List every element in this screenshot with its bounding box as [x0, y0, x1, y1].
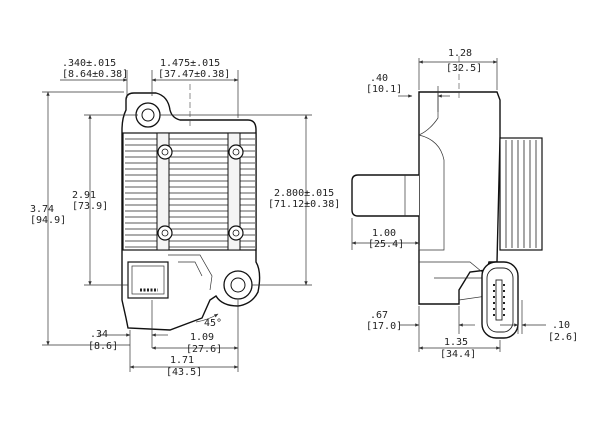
- dim-171-metric: [43.5]: [166, 367, 202, 378]
- dim-109-metric: [27.6]: [186, 344, 222, 355]
- screw-icon: [157, 144, 244, 241]
- connector-icon: [127, 254, 213, 299]
- dim-128-primary: 1.28: [448, 48, 472, 59]
- dim-171-primary: 1.71: [170, 355, 194, 366]
- front-view: [121, 84, 261, 331]
- dim-291-metric: [73.9]: [72, 201, 108, 212]
- dim-67-metric: [17.0]: [366, 321, 402, 332]
- side-inner-wall: [418, 134, 445, 251]
- frame-bar-right: [227, 132, 241, 251]
- front-dimension-lines: [42, 70, 312, 372]
- dim-109-primary: 1.09: [190, 332, 214, 343]
- dim-2800-primary: 2.800±.015: [274, 188, 334, 199]
- dim-340-primary: .340±.015: [62, 58, 116, 69]
- dim-135-metric: [34.4]: [440, 349, 476, 360]
- side-dimension-lines: [351, 56, 546, 352]
- dim-374-primary: 3.74: [30, 204, 54, 215]
- side-connector-icon: [481, 261, 519, 339]
- angle-45-label: 45°: [204, 318, 222, 329]
- dim-135-primary: 1.35: [444, 337, 468, 348]
- frame-bar-left: [156, 132, 170, 251]
- dim-2800-metric: [71.12±0.38]: [268, 199, 340, 210]
- dim-67-primary: .67: [370, 310, 388, 321]
- front-dimension-labels: .340±.015 [8.64±0.38] 1.475±.015 [37.47±…: [30, 58, 340, 378]
- dim-340-metric: [8.64±0.38]: [62, 69, 128, 80]
- side-heat-sink: [499, 137, 543, 251]
- dim-10-metric: [2.6]: [548, 332, 578, 343]
- dim-10-primary: .10: [552, 320, 570, 331]
- dim-40-primary: .40: [370, 73, 388, 84]
- side-view: [351, 91, 543, 339]
- mounting-hole-icon: [135, 102, 253, 300]
- dim-291-primary: 2.91: [72, 190, 96, 201]
- dim-100-metric: [25.4]: [368, 239, 404, 250]
- dim-128-metric: [32.5]: [446, 63, 482, 74]
- dim-34-metric: [8.6]: [88, 341, 118, 352]
- dim-1475-primary: 1.475±.015: [160, 58, 220, 69]
- side-boss-curve: [418, 92, 439, 136]
- side-shaft: [351, 174, 419, 217]
- side-dimension-labels: 1.28 [32.5] .40 [10.1] 1.00 [25.4] .67 […: [366, 48, 578, 360]
- dim-374-metric: [94.9]: [30, 215, 66, 226]
- side-heat-sink-fins: [505, 140, 537, 248]
- dim-1475-metric: [37.47±0.38]: [158, 69, 230, 80]
- dim-40-metric: [10.1]: [366, 84, 402, 95]
- dim-100-primary: 1.00: [372, 228, 396, 239]
- dim-34-primary: .34: [90, 329, 108, 340]
